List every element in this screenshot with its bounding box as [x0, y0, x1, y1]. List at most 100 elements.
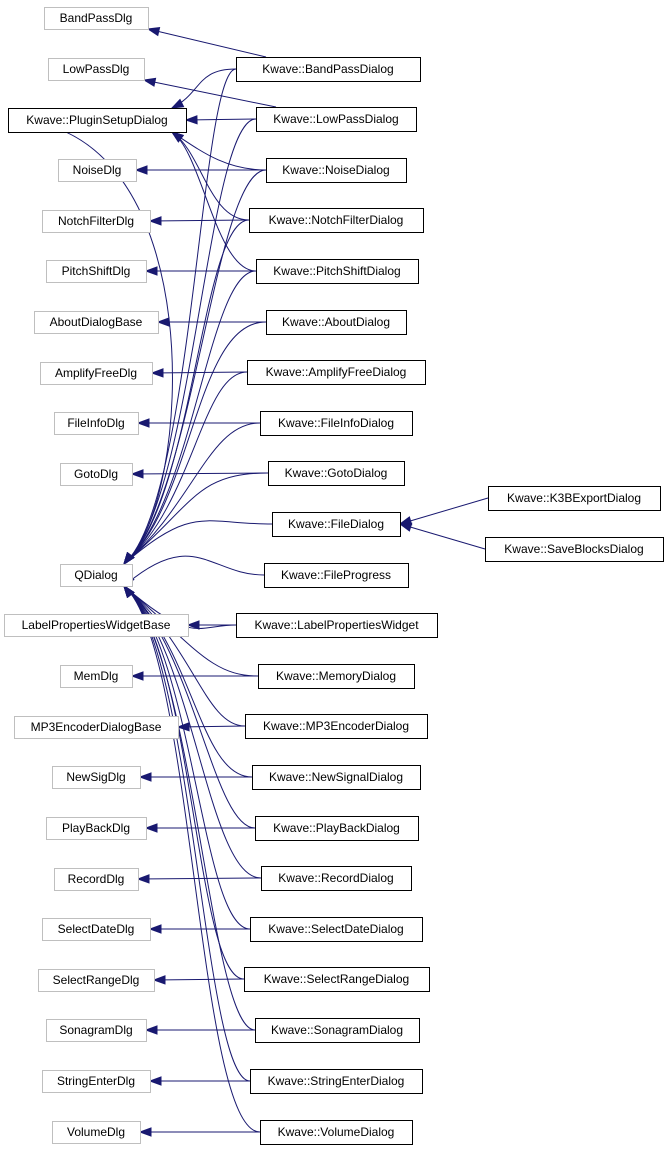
arrowhead-PlayBackDialog-to-PlayBackDlg: [144, 823, 158, 833]
node-label: NewSigDlg: [66, 770, 125, 784]
node-box: [34, 311, 159, 334]
class-node-NewSigDlg[interactable]: NewSigDlg: [52, 766, 141, 789]
class-node-NoiseDlg[interactable]: NoiseDlg: [58, 159, 137, 182]
node-label: LowPassDlg: [63, 62, 130, 76]
arrowhead-FileInfoDialog-to-FileInfoDlg: [136, 418, 150, 428]
node-label: Kwave::SaveBlocksDialog: [504, 542, 643, 556]
node-label: PlayBackDlg: [62, 821, 130, 835]
node-label: Kwave::BandPassDialog: [262, 62, 393, 76]
class-node-MP3EncoderDialog[interactable]: Kwave::MP3EncoderDialog: [245, 714, 428, 739]
node-box: [258, 664, 415, 689]
class-node-MemDlg[interactable]: MemDlg: [60, 665, 133, 688]
class-node-MP3EncoderDialogBase[interactable]: MP3EncoderDialogBase: [14, 716, 179, 739]
node-box: [46, 1019, 147, 1042]
edge-GotoDialog-to-QDialog: [123, 472, 269, 565]
edge-NoiseDialog-to-PluginSetupDialog: [171, 131, 267, 171]
node-label: Kwave::NewSignalDialog: [269, 770, 403, 784]
node-box: [60, 463, 133, 486]
class-node-AmplifyFreeDlg[interactable]: AmplifyFreeDlg: [40, 362, 153, 385]
class-node-PitchShiftDlg[interactable]: PitchShiftDlg: [46, 260, 147, 283]
edge-LowPassDialog-to-PluginSetupDialog: [185, 118, 257, 121]
node-box: [4, 614, 189, 637]
class-node-VolumeDialog[interactable]: Kwave::VolumeDialog: [260, 1120, 413, 1145]
node-label: NoiseDlg: [73, 163, 122, 177]
class-node-LabelPropertiesWidget[interactable]: Kwave::LabelPropertiesWidget: [236, 613, 438, 638]
class-node-K3BExportDialog[interactable]: Kwave::K3BExportDialog: [488, 486, 661, 511]
class-node-AboutDialog[interactable]: Kwave::AboutDialog: [266, 310, 407, 335]
class-node-NewSignalDialog[interactable]: Kwave::NewSignalDialog: [252, 765, 421, 790]
arrowhead-SelectRangeDialog-to-SelectRangeDlg: [152, 975, 166, 985]
node-box: [255, 816, 419, 841]
class-node-NoiseDialog[interactable]: Kwave::NoiseDialog: [266, 158, 407, 183]
class-node-LabelPropertiesWidgetBase[interactable]: LabelPropertiesWidgetBase: [4, 614, 189, 637]
arrowhead-StringEnterDialog-to-StringEnterDlg: [148, 1076, 162, 1086]
node-box: [60, 665, 133, 688]
class-node-SelectRangeDialog[interactable]: Kwave::SelectRangeDialog: [244, 967, 430, 992]
edge-NewSignalDialog-to-QDialog: [123, 585, 253, 778]
class-node-PlayBackDlg[interactable]: PlayBackDlg: [46, 817, 147, 840]
class-node-FileProgress[interactable]: Kwave::FileProgress: [264, 563, 409, 588]
arrowhead-NoiseDialog-to-NoiseDlg: [134, 165, 148, 175]
class-node-RecordDialog[interactable]: Kwave::RecordDialog: [261, 866, 412, 891]
class-node-BandPassDialog[interactable]: Kwave::BandPassDialog: [236, 57, 421, 82]
arrowhead-PitchShiftDialog-to-PluginSetupDialog: [170, 131, 185, 143]
class-node-GotoDlg[interactable]: GotoDlg: [60, 463, 133, 486]
class-node-PitchShiftDialog[interactable]: Kwave::PitchShiftDialog: [256, 259, 419, 284]
node-box: [58, 159, 137, 182]
class-node-SonagramDlg[interactable]: SonagramDlg: [46, 1019, 147, 1042]
class-node-AmplifyFreeDialog[interactable]: Kwave::AmplifyFreeDialog: [247, 360, 426, 385]
node-label: Kwave::AmplifyFreeDialog: [266, 365, 407, 379]
class-node-NotchFilterDlg[interactable]: NotchFilterDlg: [42, 210, 151, 233]
arrowhead-VolumeDialog-to-QDialog: [123, 584, 135, 599]
node-label: AboutDialogBase: [50, 315, 143, 329]
node-box: [54, 412, 139, 435]
node-label: Kwave::PlayBackDialog: [273, 821, 400, 835]
class-node-StringEnterDialog[interactable]: Kwave::StringEnterDialog: [250, 1069, 423, 1094]
node-box: [60, 564, 133, 587]
node-box: [268, 461, 405, 486]
arrowhead-NewSignalDialog-to-NewSigDlg: [138, 772, 152, 782]
arrowhead-PitchShiftDialog-to-PitchShiftDlg: [144, 266, 158, 276]
arrowhead-RecordDialog-to-RecordDlg: [136, 874, 150, 884]
node-label: Kwave::LabelPropertiesWidget: [254, 618, 419, 632]
edge-NotchFilterDialog-to-NotchFilterDlg: [149, 219, 250, 222]
edge-FileDialog-to-QDialog: [123, 520, 273, 565]
class-node-VolumeDlg[interactable]: VolumeDlg: [52, 1121, 141, 1144]
arrowhead-AboutDialog-to-AboutDialogBase: [156, 317, 170, 327]
class-node-AboutDialogBase[interactable]: AboutDialogBase: [34, 311, 159, 334]
edge-AmplifyFreeDialog-to-AmplifyFreeDlg: [151, 371, 248, 374]
class-node-GotoDialog[interactable]: Kwave::GotoDialog: [268, 461, 405, 486]
class-node-SelectDateDlg[interactable]: SelectDateDlg: [42, 918, 151, 941]
class-node-LowPassDialog[interactable]: Kwave::LowPassDialog: [256, 107, 417, 132]
class-node-FileInfoDlg[interactable]: FileInfoDlg: [54, 412, 139, 435]
node-label: Kwave::FileProgress: [281, 568, 391, 582]
class-node-FileDialog[interactable]: Kwave::FileDialog: [272, 512, 401, 537]
arrowhead-BandPassDialog-to-PluginSetupDialog: [170, 98, 185, 109]
edge-GotoDialog-to-GotoDlg: [131, 472, 269, 475]
node-label: Kwave::PluginSetupDialog: [26, 113, 167, 127]
class-node-PluginSetupDialog[interactable]: Kwave::PluginSetupDialog: [8, 108, 187, 133]
class-node-NotchFilterDialog[interactable]: Kwave::NotchFilterDialog: [249, 208, 424, 233]
class-node-SonagramDialog[interactable]: Kwave::SonagramDialog: [255, 1018, 420, 1043]
class-node-MemoryDialog[interactable]: Kwave::MemoryDialog: [258, 664, 415, 689]
class-node-RecordDlg[interactable]: RecordDlg: [54, 868, 139, 891]
node-box: [48, 58, 145, 81]
class-node-PlayBackDialog[interactable]: Kwave::PlayBackDialog: [255, 816, 419, 841]
node-box: [249, 208, 424, 233]
class-node-SelectRangeDlg[interactable]: SelectRangeDlg: [38, 969, 155, 992]
class-node-QDialog[interactable]: QDialog: [60, 564, 133, 587]
edge-AmplifyFreeDialog-to-QDialog: [123, 371, 248, 565]
edge-NotchFilterDialog-to-QDialog: [123, 219, 250, 565]
arrowhead-FileDialog-to-QDialog: [123, 551, 135, 566]
class-node-FileInfoDialog[interactable]: Kwave::FileInfoDialog: [260, 411, 413, 436]
node-box: [250, 1069, 423, 1094]
class-node-StringEnterDlg[interactable]: StringEnterDlg: [42, 1070, 151, 1093]
class-node-SelectDateDialog[interactable]: Kwave::SelectDateDialog: [250, 917, 423, 942]
edge-SelectRangeDialog-to-SelectRangeDlg: [153, 978, 245, 981]
edge-FileProgress-to-QDialog: [123, 555, 265, 587]
class-node-SaveBlocksDialog[interactable]: Kwave::SaveBlocksDialog: [485, 537, 664, 562]
node-box: [40, 362, 153, 385]
class-node-LowPassDlg[interactable]: LowPassDlg: [48, 58, 145, 81]
class-node-BandPassDlg[interactable]: BandPassDlg: [44, 7, 149, 30]
